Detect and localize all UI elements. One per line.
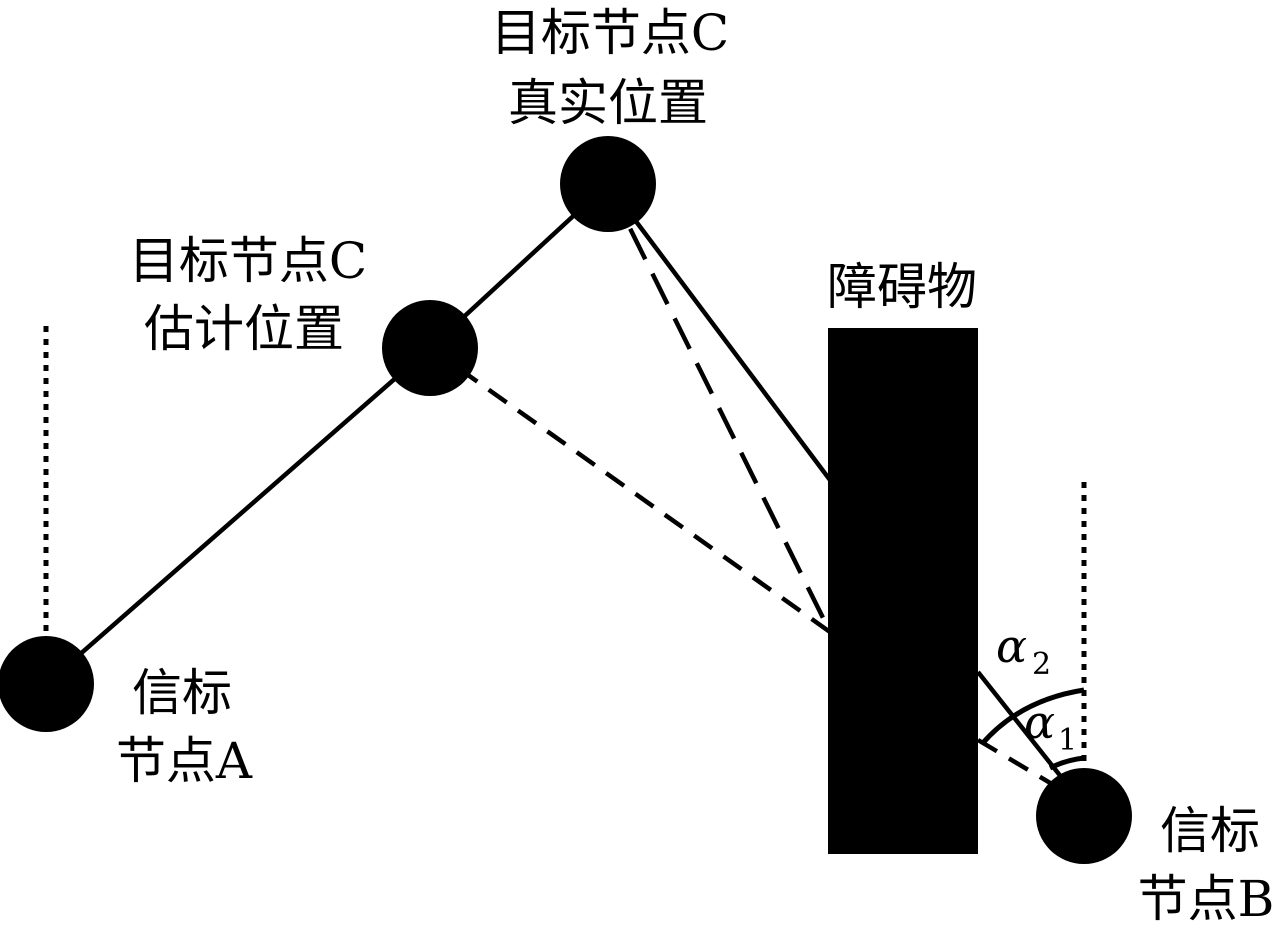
label-target-true-line2: 真实位置 (508, 74, 708, 132)
node-beacon-b (1036, 768, 1132, 864)
line-a-to-estimated-c (44, 346, 432, 686)
label-target-true-line1: 目标节点C (491, 4, 729, 62)
line-true-c-to-obstacle (606, 182, 832, 482)
node-target-c-true (560, 136, 656, 232)
node-beacon-a (0, 636, 94, 732)
label-beacon-b-line1: 信标 (1160, 802, 1260, 860)
label-obstacle: 障碍物 (827, 258, 977, 316)
label-target-est-line2: 估计位置 (144, 300, 344, 358)
label-alpha1-symbol: α (1024, 695, 1055, 749)
label-alpha2-sub: 2 (1032, 647, 1051, 682)
label-alpha2-symbol: α (996, 619, 1027, 673)
angle-arc-alpha1 (1048, 755, 1085, 771)
label-beacon-a-line2: 节点A (116, 732, 253, 790)
line-true-c-to-reflection (605, 183, 833, 633)
node-target-c-estimated (382, 300, 478, 396)
line-obstacle-to-b-solid (976, 670, 1064, 780)
obstacle-block (828, 328, 978, 854)
label-alpha1-sub: 1 (1058, 723, 1077, 758)
label-beacon-b-line2: 节点B (1138, 870, 1275, 928)
line-estimated-c-to-reflection (428, 346, 832, 634)
label-beacon-a-line1: 信标 (132, 664, 232, 722)
label-target-est-line1: 目标节点C (129, 232, 367, 290)
line-obstacle-to-b-dashed (976, 738, 1064, 792)
angle-arc-alpha2 (980, 687, 1085, 746)
